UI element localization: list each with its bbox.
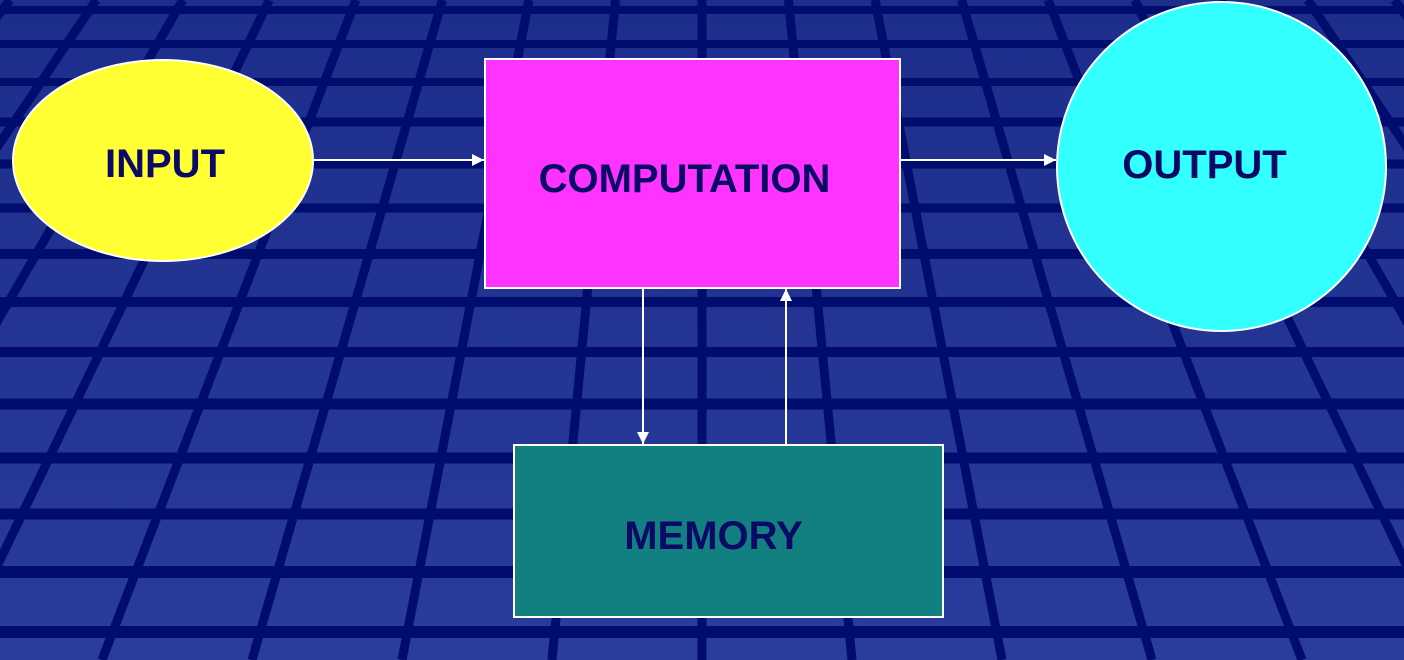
grid-line-vertical bbox=[1304, 0, 1404, 152]
computation-node-label: COMPUTATION bbox=[538, 157, 831, 201]
grid-line-vertical bbox=[247, 0, 447, 660]
output-node-label: OUTPUT bbox=[1122, 143, 1287, 187]
computation-node: COMPUTATION bbox=[484, 58, 901, 289]
output-node: OUTPUT bbox=[1056, 1, 1387, 332]
memory-node: MEMORY bbox=[513, 444, 944, 618]
input-node-label: INPUT bbox=[105, 142, 225, 186]
memory-node-label: MEMORY bbox=[624, 513, 803, 558]
grid-line-vertical bbox=[957, 0, 1157, 660]
grid-line-vertical bbox=[97, 0, 361, 660]
input-node: INPUT bbox=[12, 59, 314, 262]
grid-line-vertical bbox=[0, 0, 100, 152]
